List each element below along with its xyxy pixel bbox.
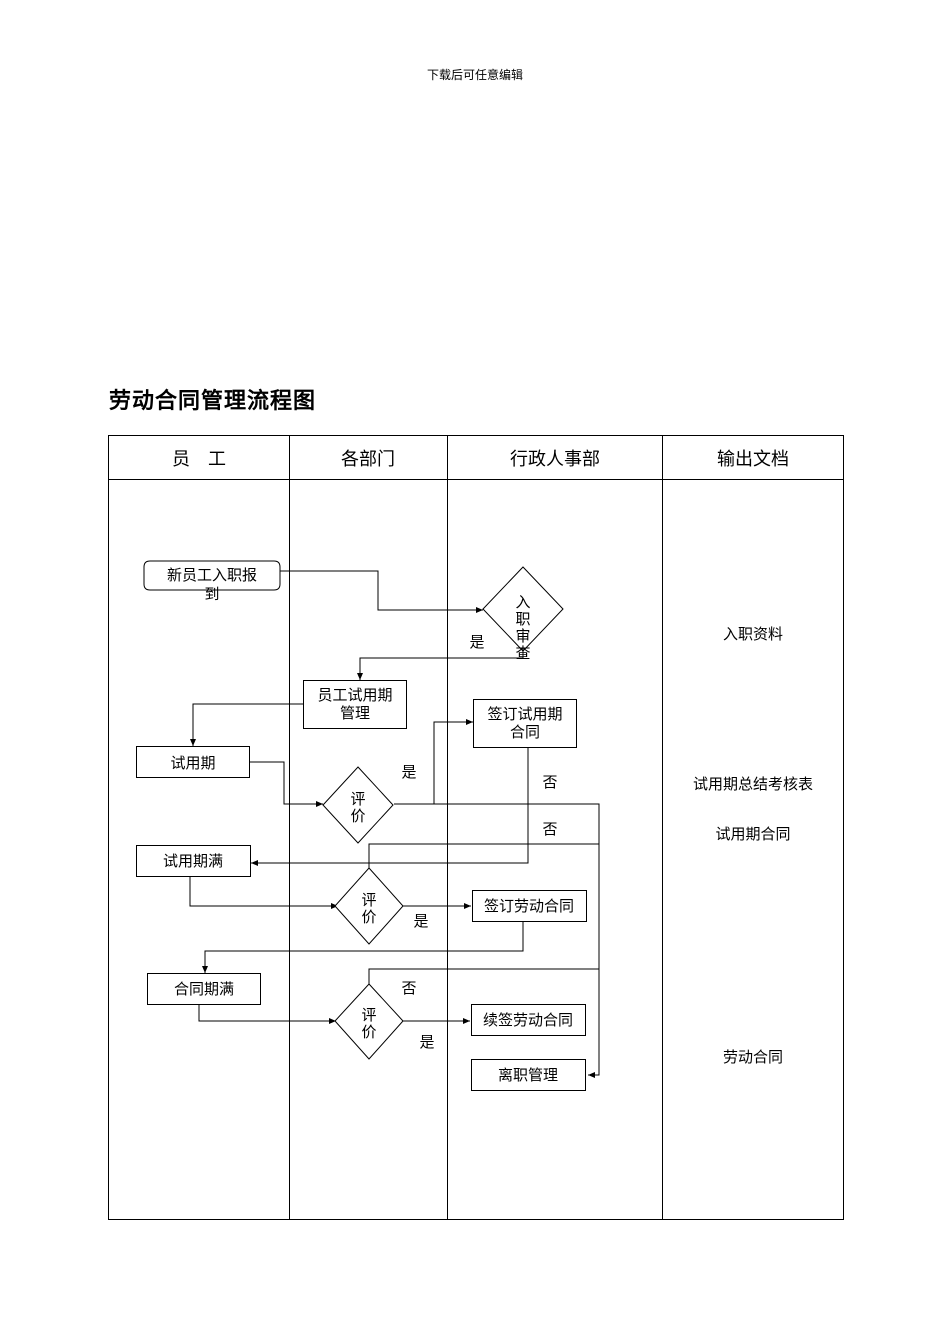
edge-label-yes-eval3: 是 bbox=[419, 1033, 434, 1051]
node-resign-mgmt-shape bbox=[471, 1059, 586, 1091]
node-renew-labor-shape bbox=[471, 1004, 586, 1036]
edge-eval1-no-to-resign bbox=[394, 803, 600, 1078]
edge-contract-end-to-eval3 bbox=[198, 1004, 336, 1024]
node-sign-probation: 签订试用期合同 bbox=[487, 705, 562, 741]
node-resign-mgmt: 离职管理 bbox=[498, 1066, 558, 1084]
node-sign-labor: 签订劳动合同 bbox=[484, 897, 574, 915]
node-eval1-shape bbox=[322, 766, 394, 844]
node-sign-probation-shape bbox=[473, 699, 577, 748]
node-probation-end: 试用期满 bbox=[163, 852, 223, 870]
node-probation-mgmt-shape bbox=[303, 680, 407, 729]
node-contract-end-shape bbox=[147, 973, 261, 1005]
output-onboarding-docs: 入职资料 bbox=[723, 625, 783, 643]
connectors bbox=[189, 570, 600, 1078]
edge-label-yes-onboard: 是 bbox=[469, 633, 484, 651]
edge-eval2-no bbox=[368, 843, 599, 868]
node-onboard-review: 入职审查 bbox=[515, 593, 530, 662]
column-header-output-docs: 输出文档 bbox=[717, 449, 789, 470]
edge-sign-labor-to-contract-end bbox=[202, 922, 524, 973]
column-header-employee: 员 工 bbox=[172, 449, 226, 470]
swimlane-table bbox=[108, 435, 844, 1220]
node-contract-end: 合同期满 bbox=[174, 980, 234, 998]
node-eval2-shape bbox=[334, 867, 404, 945]
edge-sign-probation-to-probation-end bbox=[251, 747, 529, 866]
node-new-employee: 新员工入职报到 bbox=[167, 566, 257, 603]
node-eval2: 评价 bbox=[361, 891, 376, 926]
node-probation-mgmt: 员工试用期管理 bbox=[317, 686, 392, 722]
edge-label-no-eval1: 否 bbox=[542, 773, 557, 791]
node-probation-end-shape bbox=[136, 845, 251, 877]
edge-label-yes-eval2: 是 bbox=[413, 912, 428, 930]
node-eval1: 评价 bbox=[350, 790, 365, 825]
edge-probation-to-eval1 bbox=[249, 761, 323, 807]
node-eval3-shape bbox=[334, 983, 404, 1060]
output-probation-contract: 试用期合同 bbox=[715, 825, 790, 843]
node-probation: 试用期 bbox=[170, 754, 215, 772]
edge-label-no-eval2: 否 bbox=[542, 820, 557, 838]
edge-mgmt-to-probation bbox=[190, 703, 303, 746]
edge-probation-end-to-eval2 bbox=[189, 876, 338, 909]
column-header-admin-hr: 行政人事部 bbox=[510, 449, 600, 470]
page-title: 劳动合同管理流程图 bbox=[109, 389, 317, 414]
edge-label-yes-eval1: 是 bbox=[401, 763, 416, 781]
output-probation-review-form: 试用期总结考核表 bbox=[693, 775, 813, 793]
node-eval3: 评价 bbox=[361, 1006, 376, 1041]
output-labor-contract: 劳动合同 bbox=[723, 1048, 783, 1066]
node-probation-shape bbox=[136, 746, 250, 778]
edge-new-to-review bbox=[280, 570, 483, 613]
edge-review-to-probation-mgmt bbox=[357, 650, 524, 680]
node-onboard-review-shape bbox=[482, 566, 564, 652]
node-new-employee-shape bbox=[143, 560, 281, 591]
edge-eval3-no bbox=[368, 968, 599, 984]
edge-label-no-eval3: 否 bbox=[401, 979, 416, 997]
header-note: 下载后可任意编辑 bbox=[426, 68, 523, 82]
node-renew-labor: 续签劳动合同 bbox=[483, 1011, 573, 1029]
node-sign-labor-shape bbox=[472, 890, 587, 922]
column-header-departments: 各部门 bbox=[341, 449, 395, 470]
